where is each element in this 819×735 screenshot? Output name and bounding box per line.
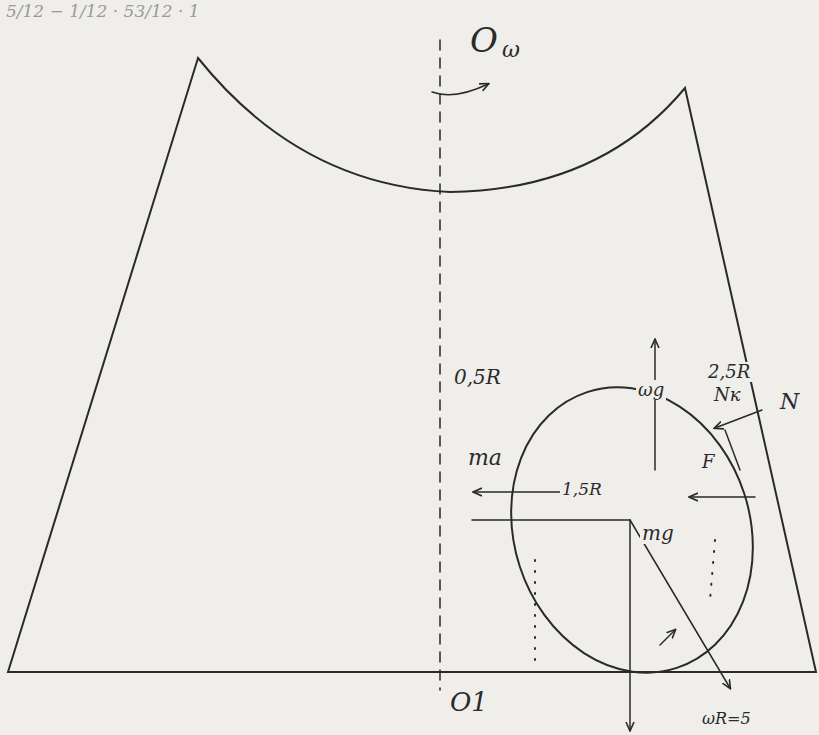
force-label: ωR=5 bbox=[700, 710, 753, 728]
force-label: mg bbox=[640, 522, 676, 544]
force-label: N bbox=[778, 390, 801, 414]
force-label: Nк bbox=[712, 385, 743, 405]
force-label: O1 bbox=[448, 688, 490, 717]
force-label: 0,5R bbox=[452, 366, 503, 388]
force-label: 2,5R bbox=[706, 362, 752, 382]
force-label: O bbox=[468, 22, 500, 59]
force-label: 1,5R bbox=[560, 480, 604, 499]
force-label: ma bbox=[466, 446, 504, 470]
force-label: 5/12 − 1/12 · 53/12 · 1 bbox=[4, 2, 202, 21]
force-label: F bbox=[700, 452, 717, 472]
force-label: ω bbox=[500, 38, 522, 62]
force-label: ωg bbox=[636, 380, 666, 400]
